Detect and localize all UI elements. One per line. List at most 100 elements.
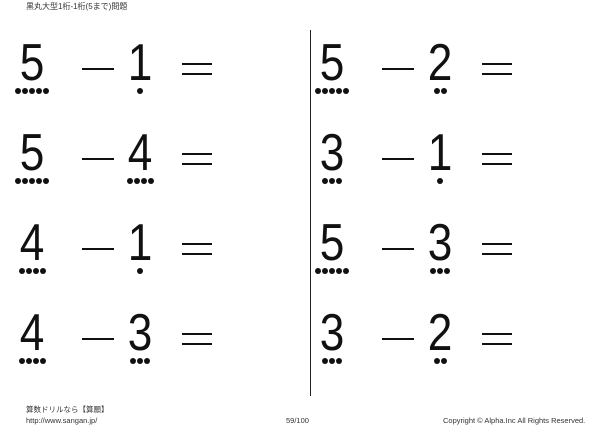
counting-dots (420, 268, 460, 274)
dot (29, 88, 35, 94)
dot (440, 358, 447, 364)
equals-sign (182, 243, 212, 255)
operand-digit: 3 (427, 214, 453, 272)
equals-sign (182, 153, 212, 165)
dot (336, 358, 342, 364)
dot (130, 358, 136, 364)
dot (18, 268, 25, 274)
dot (39, 358, 46, 364)
dot (36, 178, 42, 184)
operand-digit: 5 (319, 214, 345, 272)
operand: 4 (12, 216, 52, 274)
counting-dots (312, 178, 352, 184)
dot (315, 268, 321, 274)
counting-dots (12, 358, 52, 364)
column-divider (310, 30, 311, 396)
operand-digit: 4 (19, 214, 45, 272)
dot (343, 88, 349, 94)
dot (133, 178, 140, 184)
dot (25, 268, 32, 274)
operand: 3 (312, 126, 352, 184)
dot (25, 358, 32, 364)
dot (437, 178, 443, 184)
dot (433, 88, 440, 94)
footer-brand: 算数ドリルなら【算願】 (26, 405, 109, 414)
operand: 1 (420, 126, 460, 184)
operand: 3 (120, 306, 160, 364)
equals-sign (182, 333, 212, 345)
minus-sign (382, 158, 414, 160)
dot (137, 268, 143, 274)
counting-dots (12, 178, 52, 184)
dot (32, 268, 39, 274)
operand-digit: 5 (319, 34, 345, 92)
dot (15, 88, 21, 94)
page-number: 59/100 (286, 416, 309, 425)
minus-sign (82, 68, 114, 70)
operand: 4 (12, 306, 52, 364)
dot (433, 358, 440, 364)
minus-sign (82, 248, 114, 250)
operand-digit: 4 (127, 124, 153, 182)
dot (329, 358, 335, 364)
dot (336, 268, 342, 274)
counting-dots (420, 178, 460, 184)
dot (36, 88, 42, 94)
dot (18, 358, 25, 364)
operand-digit: 1 (127, 34, 153, 92)
operand-digit: 2 (427, 34, 453, 92)
minus-sign (382, 68, 414, 70)
minus-sign (82, 158, 114, 160)
counting-dots (420, 88, 460, 94)
dot (137, 358, 143, 364)
operand-digit: 4 (19, 304, 45, 362)
dot (32, 358, 39, 364)
counting-dots (120, 268, 160, 274)
equals-sign (482, 63, 512, 75)
operand-digit: 3 (319, 124, 345, 182)
operand: 5 (312, 36, 352, 94)
counting-dots (312, 268, 352, 274)
counting-dots (312, 88, 352, 94)
footer-copyright: Copyright © Alpha.Inc All Rights Reserve… (443, 416, 586, 425)
counting-dots (120, 178, 160, 184)
operand: 3 (420, 216, 460, 274)
minus-sign (382, 338, 414, 340)
operand: 5 (12, 126, 52, 184)
dot (329, 178, 335, 184)
dot (147, 178, 154, 184)
operand: 2 (420, 306, 460, 364)
dot (322, 268, 328, 274)
dot (29, 178, 35, 184)
dot (137, 88, 143, 94)
counting-dots (420, 358, 460, 364)
operand-digit: 3 (127, 304, 153, 362)
dot (126, 178, 133, 184)
operand-digit: 2 (427, 304, 453, 362)
dot (322, 178, 328, 184)
counting-dots (12, 88, 52, 94)
operand: 1 (120, 216, 160, 274)
dot (329, 268, 335, 274)
counting-dots (312, 358, 352, 364)
worksheet-title: 黒丸大型1桁-1桁(5まで)問題 (26, 2, 128, 11)
dot (437, 268, 443, 274)
equals-sign (482, 333, 512, 345)
footer-url[interactable]: http://www.sangan.jp/ (26, 416, 98, 425)
dot (430, 268, 436, 274)
equals-sign (482, 243, 512, 255)
operand: 2 (420, 36, 460, 94)
dot (43, 88, 49, 94)
operand-digit: 1 (127, 214, 153, 272)
operand-digit: 5 (19, 34, 45, 92)
dot (322, 88, 328, 94)
equals-sign (482, 153, 512, 165)
dot (144, 358, 150, 364)
dot (315, 88, 321, 94)
